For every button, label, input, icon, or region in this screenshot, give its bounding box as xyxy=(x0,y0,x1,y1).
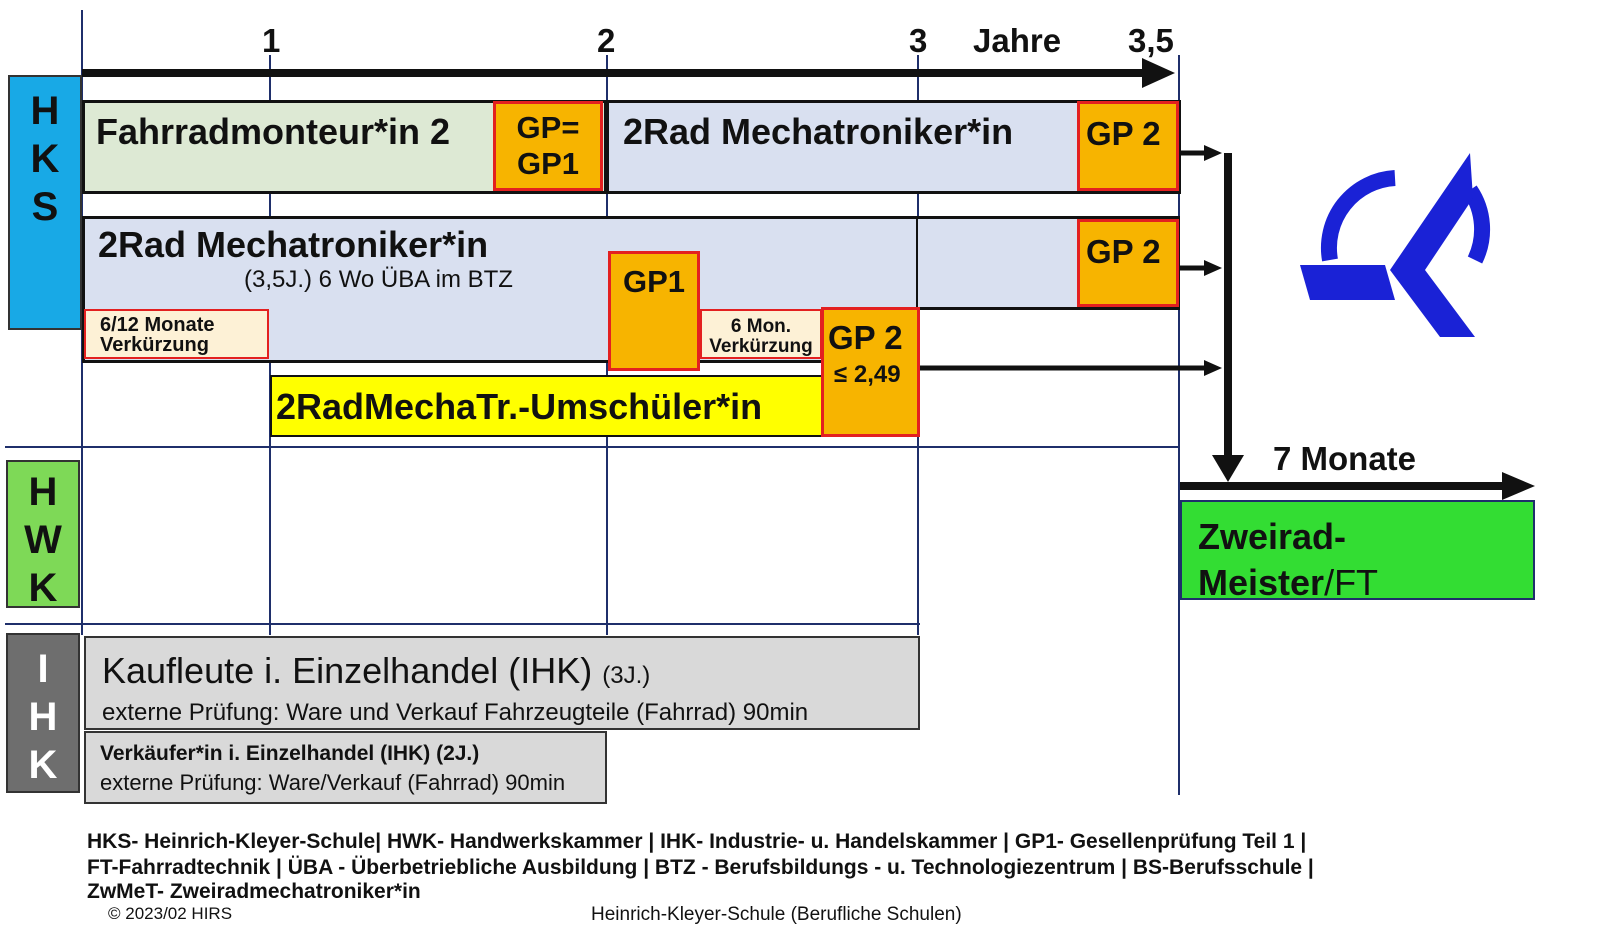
axis-arrow-head xyxy=(1142,58,1175,88)
tick-jahre: Jahre xyxy=(973,22,1062,59)
separator-hwk-ihk xyxy=(5,623,920,625)
tick-3: 3 xyxy=(909,22,928,59)
verkaeufer-subtitle: externe Prüfung: Ware/Verkauf (Fahrrad) … xyxy=(100,770,566,795)
kaufleute-duration: (3J.) xyxy=(602,662,651,689)
label-mecha-mid-sub: (3,5J.) 6 Wo ÜBA im BTZ xyxy=(244,266,513,293)
gp1-mid: GP1 xyxy=(608,251,700,371)
gp2-low: GP 2 ≤ 2,49 xyxy=(821,307,920,437)
side-hwk-letter: K xyxy=(28,566,58,610)
note-2-line2: Verkürzung xyxy=(709,336,813,357)
box-kaufleute: Kaufleute i. Einzelhandel (IHK) (3J.) ex… xyxy=(84,636,920,730)
note-1-line1: 6/12 Monate xyxy=(100,314,215,336)
side-label-hwk: H W K xyxy=(6,460,80,610)
grid-line-35 xyxy=(1178,55,1180,795)
gp2-mid: GP 2 xyxy=(1077,219,1179,307)
gp-eq-line1: GP= xyxy=(516,110,580,145)
side-ihk-letter: H xyxy=(28,695,58,739)
meister-line1: Zweirad- xyxy=(1198,516,1347,557)
side-hks-letter: K xyxy=(30,137,60,181)
school-logo-icon xyxy=(1300,153,1491,337)
mecha-mid-divider xyxy=(916,216,918,310)
note-verkuerzung-1: 6/12 Monate Verkürzung xyxy=(84,309,269,359)
note-2-line1: 6 Mon. xyxy=(730,316,792,337)
tick-2: 2 xyxy=(597,22,616,59)
side-hwk-letter: W xyxy=(24,518,62,562)
arrow-down-head xyxy=(1212,455,1244,482)
arrow-7monate-head xyxy=(1502,472,1535,500)
meister-line2-main: Meister xyxy=(1198,562,1325,603)
side-ihk-letter: K xyxy=(28,743,58,787)
side-hwk-letter: H xyxy=(28,470,58,514)
legend-line-2: FT-Fahrradtechnik | ÜBA - Überbetrieblic… xyxy=(87,856,1314,879)
meister-line2: Meister/FT xyxy=(1198,560,1533,606)
gp2-top: GP 2 xyxy=(1077,101,1179,191)
side-ihk-letter: I xyxy=(37,647,49,691)
bar-umschueler xyxy=(270,375,825,437)
label-mecha-mid: 2Rad Mechatroniker*in xyxy=(98,224,489,265)
side-label-ihk: I H K xyxy=(6,633,80,793)
tick-1: 1 xyxy=(262,22,281,59)
meister-line2-ft: /FT xyxy=(1324,562,1379,603)
school-name: Heinrich-Kleyer-Schule (Berufliche Schul… xyxy=(591,904,962,925)
copyright: © 2023/02 HIRS xyxy=(108,904,233,923)
legend-line-3: ZwMeT- Zweiradmechatroniker*in xyxy=(87,880,421,903)
label-umschueler: 2RadMechaTr.-Umschüler*in xyxy=(276,386,763,427)
kaufleute-subtitle: externe Prüfung: Ware und Verkauf Fahrze… xyxy=(102,699,809,726)
box-verkaeufer: Verkäufer*in i. Einzelhandel (IHK) (2J.)… xyxy=(84,731,607,804)
kaufleute-title: Kaufleute i. Einzelhandel (IHK) xyxy=(102,650,593,691)
gp-eq-gp1: GP= GP1 xyxy=(493,101,603,191)
label-fahrradmonteur: Fahrradmonteur*in 2 xyxy=(96,111,451,152)
label-7-monate: 7 Monate xyxy=(1273,440,1417,477)
gp2-low-sub: ≤ 2,49 xyxy=(834,361,901,388)
side-label-hks: H K S xyxy=(8,75,82,330)
verkaeufer-title: Verkäufer*in i. Einzelhandel (IHK) (2J.) xyxy=(100,742,480,765)
gp-eq-line2: GP1 xyxy=(516,146,580,181)
legend-line-1: HKS- Heinrich-Kleyer-Schule| HWK- Handwe… xyxy=(87,830,1307,853)
label-mecha-top: 2Rad Mechatroniker*in xyxy=(623,111,1014,152)
gp2-low-label: GP 2 xyxy=(828,319,903,356)
side-hks-letter: H xyxy=(30,89,60,133)
tick-35: 3,5 xyxy=(1128,22,1174,59)
note-1-line2: Verkürzung xyxy=(100,334,209,356)
note-verkuerzung-2: 6 Mon. Verkürzung xyxy=(700,309,822,359)
box-meister: Zweirad- Meister/FT xyxy=(1180,500,1535,603)
kaufleute-title-row: Kaufleute i. Einzelhandel (IHK) (3J.) xyxy=(102,650,918,697)
side-hks-letter: S xyxy=(31,185,59,229)
separator-hks-hwk xyxy=(5,446,1180,448)
